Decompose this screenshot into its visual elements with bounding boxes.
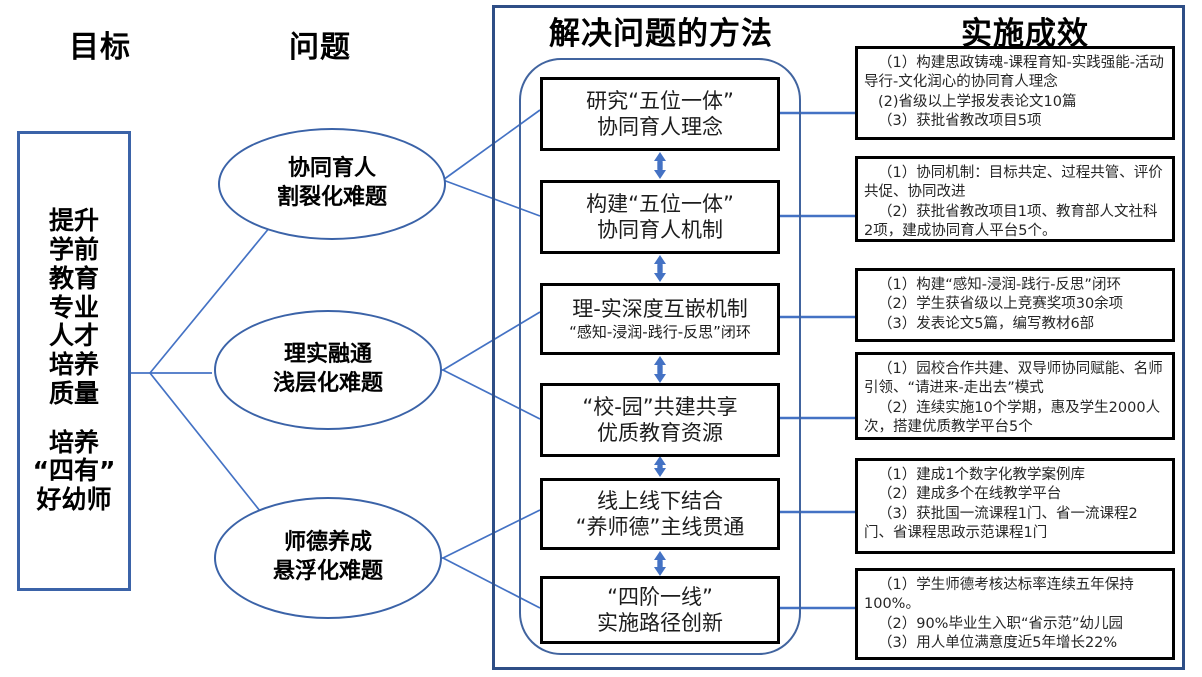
effect-box-5[interactable]: （1）学生师德考核达标率连续五年保持100%。 （2）90%毕业生入职“省示范”…: [855, 568, 1175, 660]
problem-2-line2: 悬浮化难题: [272, 559, 383, 584]
effect-0-item-1: (2)省级以上学报发表论文10篇: [878, 93, 1077, 110]
effect-0-item-0: （1）构建思政铸魂-课程育知-实践强能-活动导行-文化润心的协同育人理念: [864, 55, 1164, 91]
goal-line-2: 教育: [48, 263, 99, 293]
effect-box-3[interactable]: （1）园校合作共建、双导师协同赋能、名师引领、“请进来-走出去”模式 （2）连续…: [855, 352, 1175, 440]
goal-line-1: 学前: [48, 235, 99, 264]
problem-ellipse-2[interactable]: 师德养成 悬浮化难题: [214, 497, 442, 619]
problem-1-line2: 浅层化难题: [272, 371, 383, 396]
problem-0-line2: 割裂化难题: [276, 185, 387, 210]
effect-4-item-0: （1）建成1个数字化教学案例库: [878, 467, 1085, 483]
method-effect-outer-frame: [492, 5, 1185, 670]
goal-line2-2: 好幼师: [36, 485, 112, 514]
effect-2-item-1: （2）学生获省级以上竞赛奖项30余项: [878, 296, 1124, 313]
effect-3-item-0: （1）园校合作共建、双导师协同赋能、名师引领、“请进来-走出去”模式: [864, 361, 1163, 397]
method-1-line1: 构建“五位一体”: [586, 191, 734, 216]
goal-line-4: 人才: [48, 321, 99, 351]
problem-ellipse-0-text: 协同育人 割裂化难题: [277, 155, 387, 212]
effect-2-item-0: （1）构建“感知-浸润-践行-反思”闭环: [878, 277, 1121, 293]
problem-0-line1: 协同育人: [287, 156, 376, 182]
method-0-line1: 研究“五位一体”: [586, 88, 734, 113]
problem-2-line1: 师德养成: [283, 530, 372, 556]
problem-ellipse-1-text: 理实融通 浅层化难题: [273, 341, 383, 398]
effect-box-0[interactable]: （1）构建思政铸魂-课程育知-实践强能-活动导行-文化润心的协同育人理念 (2)…: [855, 46, 1175, 140]
effect-5-item-0: （1）学生师德考核达标率连续五年保持100%。: [864, 577, 1134, 613]
method-5-line1: “四阶一线”: [607, 584, 713, 609]
effect-1-item-0: （1）协同机制：目标共定、过程共管、评价共促、协同改进: [864, 165, 1163, 201]
method-5-line2: 实施路径创新: [597, 611, 723, 635]
method-2-sub: “感知-浸润-践行-反思”闭环: [569, 323, 751, 342]
method-4-line1: 线上线下结合: [597, 488, 723, 513]
goal-line-0: 提升: [48, 206, 99, 236]
method-4-line2: “养师德”主线贯通: [575, 515, 745, 539]
effect-box-4[interactable]: （1）建成1个数字化教学案例库 （2）建成多个在线教学平台 （3）获批国一流课程…: [855, 458, 1175, 554]
effect-box-2[interactable]: （1）构建“感知-浸润-践行-反思”闭环 （2）学生获省级以上竞赛奖项30余项 …: [855, 268, 1175, 342]
heading-problem: 问题: [289, 30, 351, 65]
method-box-0[interactable]: 研究“五位一体” 协同育人理念: [540, 77, 780, 151]
effect-4-item-2: （3）获批国一流课程1门、省一流课程2门、省课程思政示范课程1门: [864, 505, 1138, 541]
goal-line-6: 质量: [48, 378, 99, 408]
method-2-line1: 理-实深度互嵌机制: [572, 297, 748, 321]
method-3-line2: 优质教育资源: [597, 421, 723, 445]
heading-goal: 目标: [69, 30, 131, 65]
effect-3-item-1: （2）连续实施10个学期，惠及学生2000人次，搭建优质教学平台5个: [864, 399, 1161, 435]
method-3-line1: “校-园”共建共享: [582, 394, 738, 419]
method-group-rounded-container: [519, 58, 801, 655]
goal-line2-0: 培养: [48, 427, 99, 457]
goal-box: 提升 学前 教育 专业 人才 培养 质量 培养 “四有” 好幼师: [17, 131, 131, 591]
problem-ellipse-1[interactable]: 理实融通 浅层化难题: [214, 310, 442, 430]
method-box-4[interactable]: 线上线下结合 “养师德”主线贯通: [540, 478, 780, 550]
problem-ellipse-0[interactable]: 协同育人 割裂化难题: [218, 128, 446, 240]
goal-line-5: 培养: [48, 350, 99, 379]
effect-box-1[interactable]: （1）协同机制：目标共定、过程共管、评价共促、协同改进 （2）获批省教改项目1项…: [855, 156, 1175, 242]
heading-method: 解决问题的方法: [549, 16, 773, 52]
effect-0-item-2: （3）获批省教改项目5项: [878, 112, 1042, 129]
effect-5-item-1: （2）90%毕业生入职“省示范”幼儿园: [878, 615, 1123, 632]
method-box-2[interactable]: 理-实深度互嵌机制 “感知-浸润-践行-反思”闭环: [540, 283, 780, 355]
method-box-3[interactable]: “校-园”共建共享 优质教育资源: [540, 383, 780, 457]
method-0-line2: 协同育人理念: [597, 115, 723, 139]
method-box-1[interactable]: 构建“五位一体” 协同育人机制: [540, 180, 780, 254]
effect-1-item-1: （2）获批省教改项目1项、教育部人文社科2项，建成协同育人平台5个。: [864, 203, 1158, 239]
method-box-5[interactable]: “四阶一线” 实施路径创新: [540, 576, 780, 644]
effect-2-item-2: （3）发表论文5篇，编写教材6部: [878, 315, 1095, 332]
problem-1-line1: 理实融通: [283, 342, 372, 368]
problem-ellipse-2-text: 师德养成 悬浮化难题: [273, 529, 383, 586]
goal-line2-1: “四有”: [32, 456, 116, 486]
effect-5-item-2: （3）用人单位满意度近5年增长22%: [878, 634, 1118, 651]
method-1-line2: 协同育人机制: [597, 218, 723, 242]
effect-4-item-1: （2）建成多个在线教学平台: [878, 486, 1062, 503]
goal-line-3: 专业: [48, 292, 99, 322]
